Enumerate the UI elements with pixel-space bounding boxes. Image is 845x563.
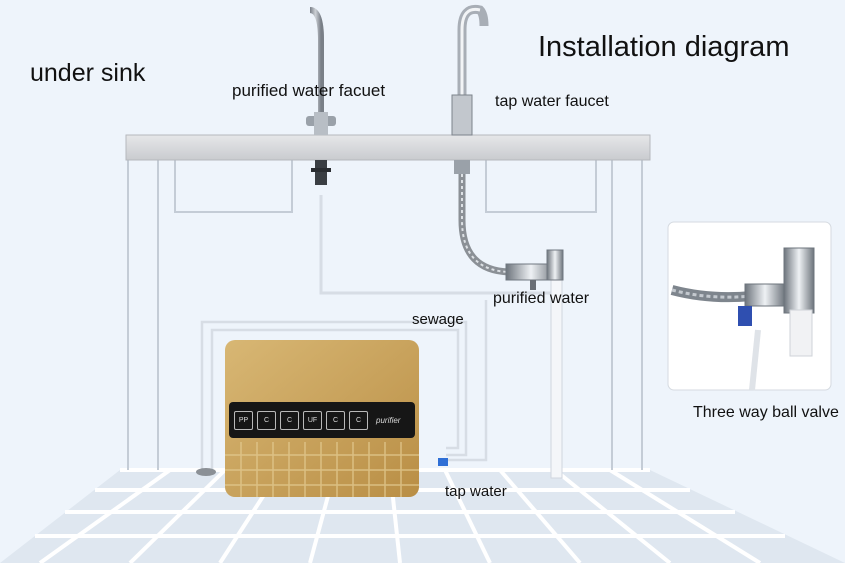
tap-water-faucet-label: tap water faucet	[495, 93, 609, 110]
c-filter-indicator-1: C	[257, 410, 276, 430]
uf-filter-indicator: UF	[303, 410, 322, 430]
diagram-title: Installation diagram	[538, 31, 790, 63]
c-filter-indicator-4: C	[349, 410, 368, 430]
c-filter-indicator-2: C	[280, 410, 299, 430]
three-way-ball-valve-label: Three way ball valve	[693, 404, 839, 421]
c-filter-indicator-3: C	[326, 410, 345, 430]
tap-water-connector	[438, 458, 448, 466]
tap-water-label: tap water	[445, 483, 507, 500]
sink-cabinet	[127, 160, 643, 470]
under-sink-label: under sink	[30, 59, 146, 87]
tap-water-faucet	[451, 4, 489, 174]
flexible-hose	[458, 168, 540, 276]
tee-valve	[505, 249, 564, 290]
three-way-ball-valve-photo	[667, 221, 832, 391]
purified-water-faucet	[306, 7, 336, 185]
brand-logo-text: purifier	[376, 415, 401, 425]
countertop	[125, 134, 651, 161]
pp-filter-indicator: PP	[234, 410, 253, 430]
purified-water-faucet-label: purified water facuet	[232, 81, 386, 100]
purified-water-label: purified water	[493, 290, 590, 307]
sewage-label: sewage	[412, 311, 464, 328]
wood-floor	[0, 468, 845, 563]
sewage-and-tap-tubes	[200, 300, 488, 470]
purifier-control-panel: PP C C UF C C purifier	[229, 402, 415, 438]
floor-drain	[196, 468, 216, 476]
